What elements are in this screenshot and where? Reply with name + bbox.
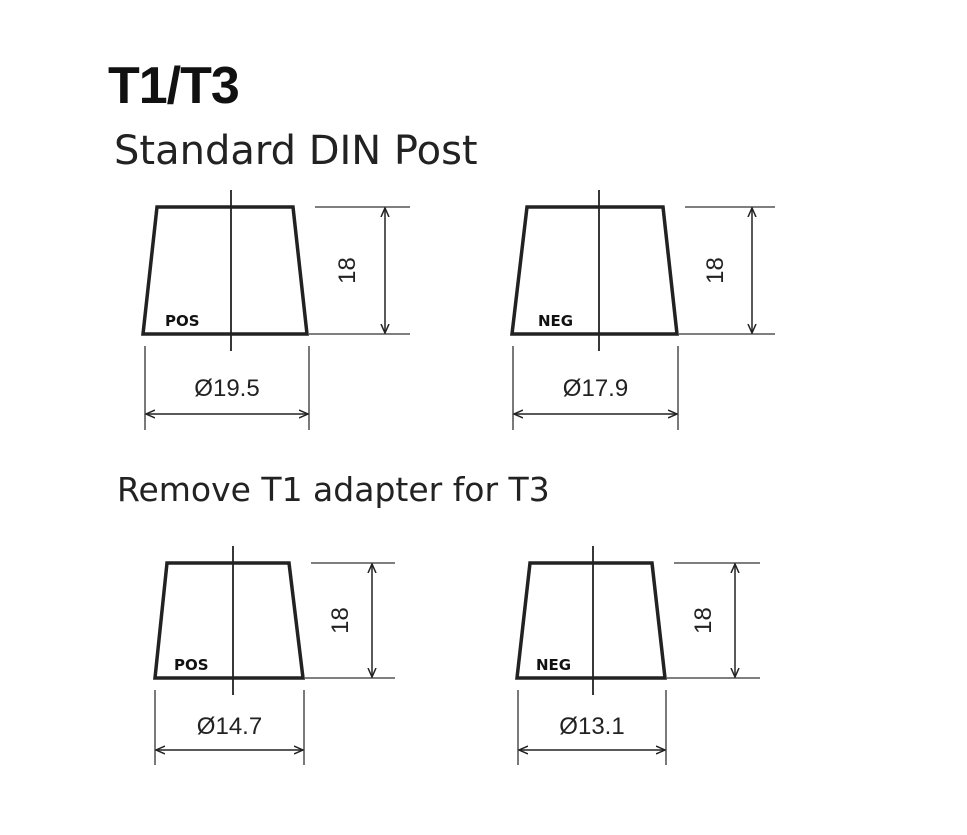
polarity-label: NEG [536,656,571,674]
height-label: 18 [334,257,361,284]
polarity-label: POS [174,656,209,674]
post-outline [153,561,305,680]
diameter-label: Ø17.9 [563,375,628,402]
polarity-label: NEG [538,312,573,330]
post-outline [141,205,309,336]
height-label: 18 [702,257,729,284]
diameter-label: Ø13.1 [559,713,624,740]
polarity-label: POS [165,312,200,330]
subtitle: Standard DIN Post [114,128,478,174]
page-title: T1/T3 [108,57,240,115]
height-label: 18 [690,607,717,634]
post-outline [515,561,667,680]
section-title-t3: Remove T1 adapter for T3 [117,470,550,509]
diameter-label: Ø14.7 [197,713,262,740]
diameter-label: Ø19.5 [194,375,259,402]
height-label: 18 [327,607,354,634]
post-outline [510,205,679,336]
